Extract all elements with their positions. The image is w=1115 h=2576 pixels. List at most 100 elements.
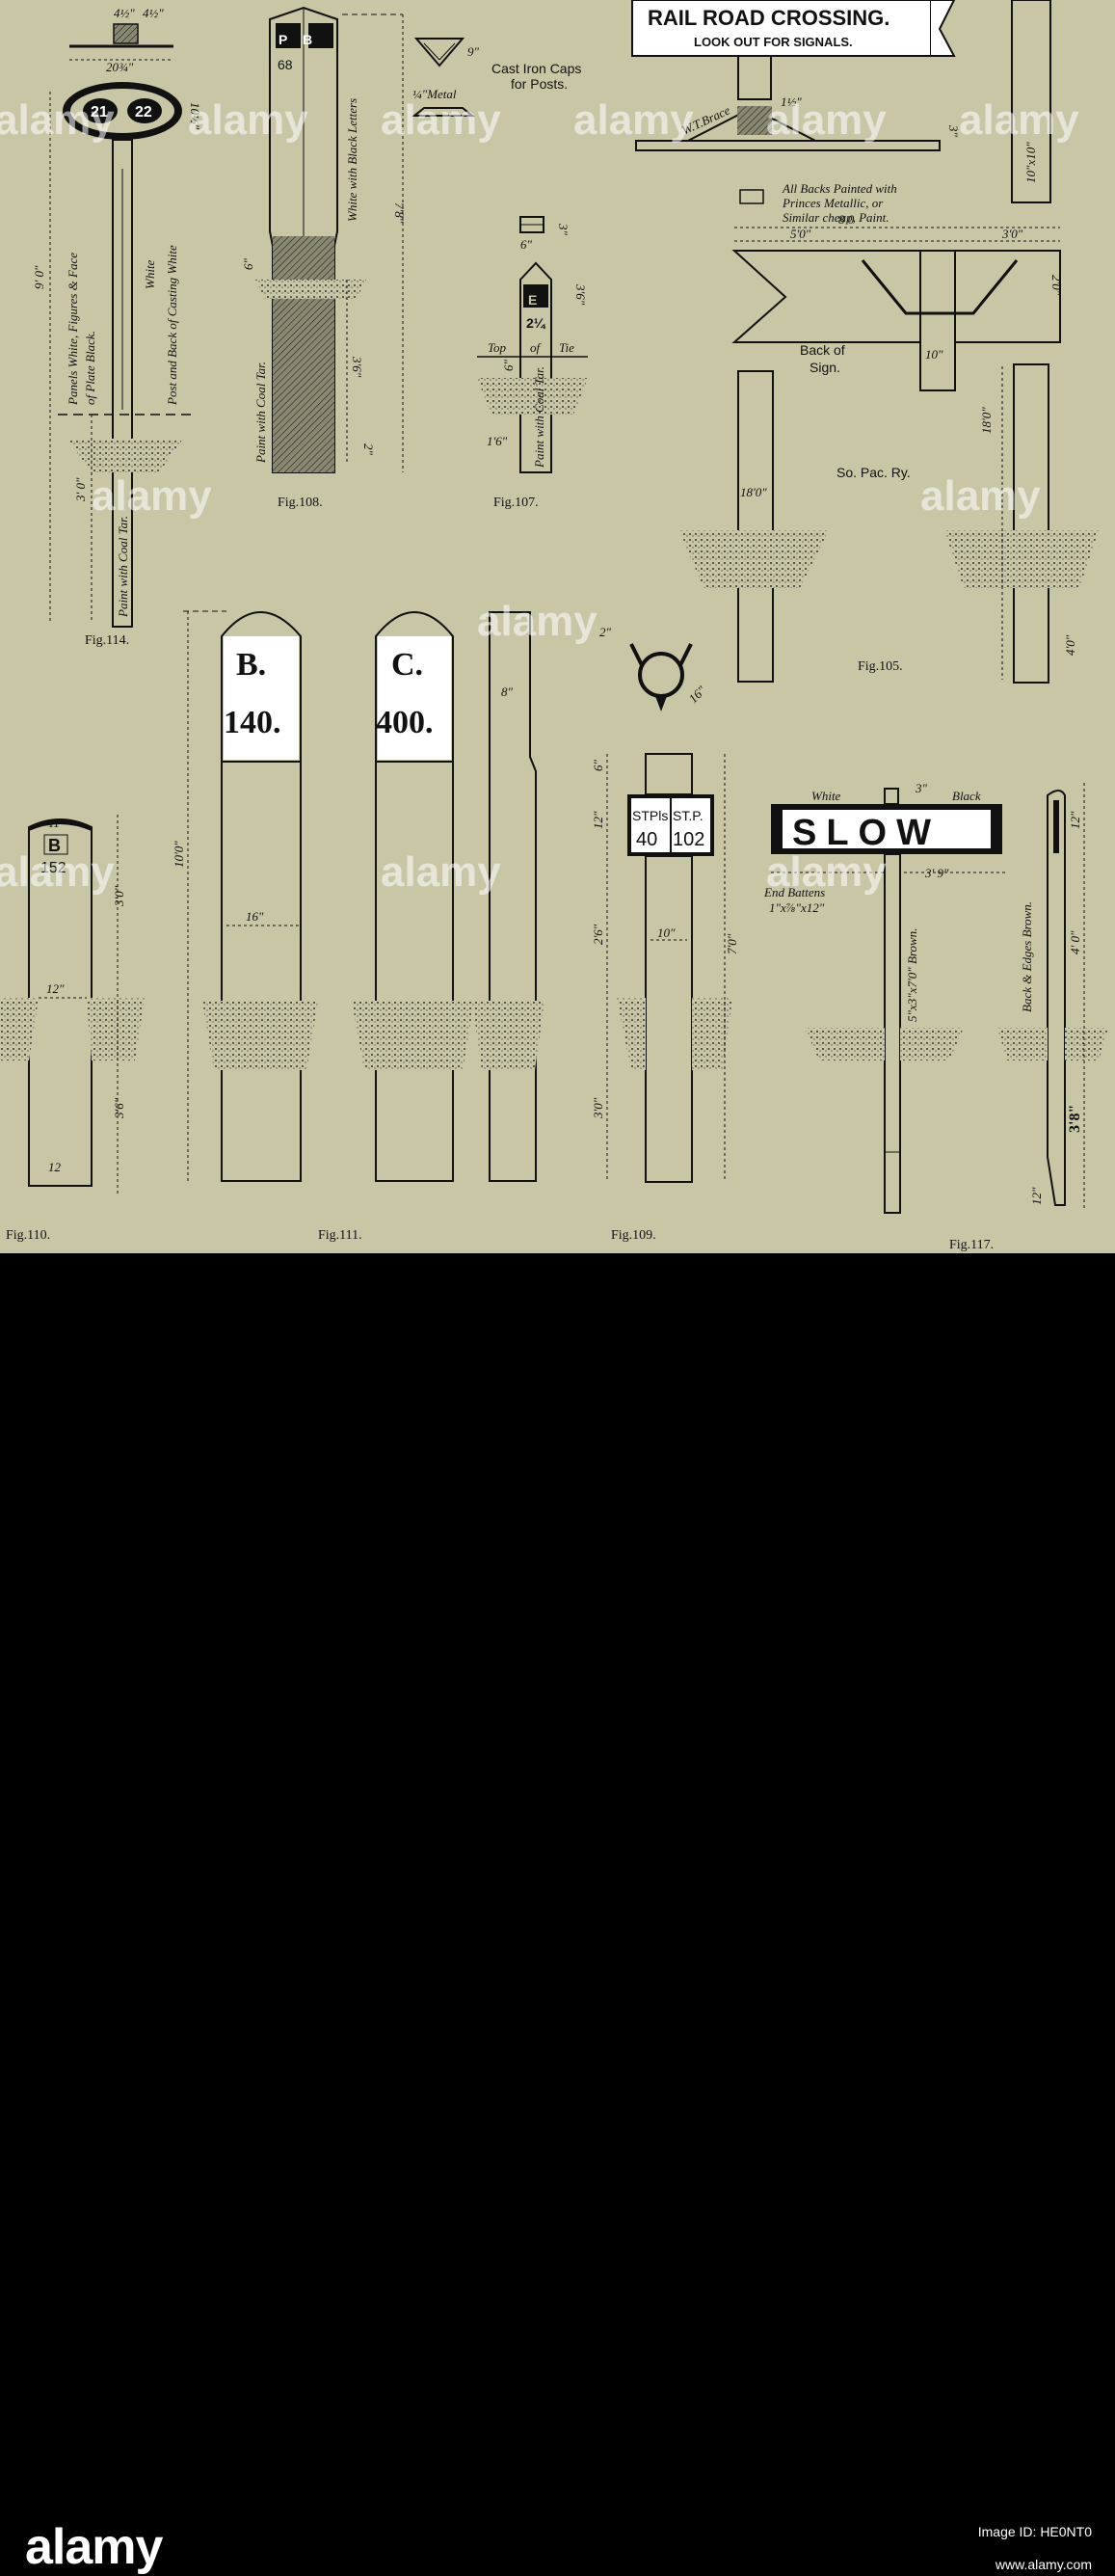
note-white: White (143, 259, 157, 289)
battens-note-1: End Battens (763, 885, 825, 899)
footer-bar: alamy Image ID: HE0NT0 www.alamy.com (0, 1253, 1115, 2575)
figure-117: White Black 3" SLOW 3' 9" End Battens 1"… (763, 781, 1108, 1252)
back-label-1: Back of (800, 342, 845, 358)
dim-top: 6" (591, 760, 605, 772)
technical-drawing: 4½" 4½" 20¾" 21 22 10½" 9' 0" 3' 0" Pane… (0, 0, 1108, 1252)
dim-height: 18'0" (979, 407, 994, 434)
dim-height: 3'6" (573, 283, 588, 306)
dim-total-height: 9' 0" (32, 265, 46, 289)
label-left-bottom: 40 (636, 829, 657, 850)
dim-brace: 1½" (781, 94, 802, 109)
dim-top-width: 6" (520, 237, 533, 252)
caption-fig-110: Fig.110. (6, 1228, 50, 1243)
post2-letter: C. (391, 647, 423, 683)
dim-buried: 3'6" (350, 356, 364, 378)
image-id: Image ID: HE0NT0 (977, 2524, 1092, 2539)
dim-above: 4' 0" (1068, 930, 1082, 954)
dim-post-width: 10" (925, 347, 943, 362)
site-url[interactable]: www.alamy.com (995, 2557, 1092, 2572)
dim-width: 12" (46, 981, 65, 996)
cap-metal: ¼"Metal (412, 87, 457, 101)
back-note-3: Similar cheap, Paint. (783, 210, 889, 225)
label-right-bottom: 102 (673, 829, 704, 850)
dim-clip: 2" (599, 625, 612, 639)
caption-fig-111: Fig.111. (318, 1228, 362, 1243)
caption-fig-114: Fig.114. (85, 633, 129, 648)
brand-logo[interactable]: alamy (25, 2519, 163, 2575)
edge-note: Back & Edges Brown. (1020, 901, 1034, 1012)
dim-bottom: 12 (48, 1160, 62, 1174)
figure-107: 6" 3" E 2¼ Top of Tie 3'6" 6" 1'6" Paint… (477, 216, 588, 510)
caps-note-2: for Posts. (511, 76, 568, 92)
watermark: alamy (0, 96, 115, 144)
figure-109: 2" 16" STPls 40 ST.P. 102 10" 6" 12" 2'6… (591, 625, 739, 1243)
note-coal-tar: Paint with Coal Tar. (253, 362, 268, 464)
sign-line-1: RAIL ROAD CROSSING. (648, 6, 889, 30)
watermark: alamy (920, 472, 1041, 520)
post-letter: E (528, 292, 537, 308)
watermark: alamy (573, 96, 694, 144)
note-white-black: White with Black Letters (345, 98, 359, 222)
dim-top: 12" (1068, 811, 1082, 829)
back-note-1: All Backs Painted with (782, 181, 897, 196)
figure-110: 11" B 152 12" 3'0" 3'6" 12 Fig.110. (0, 815, 145, 1243)
dim-offset: 6" (501, 360, 516, 372)
watermark: alamy (766, 96, 887, 144)
label-of: of (530, 340, 543, 355)
dim-width: 16" (246, 909, 264, 924)
dim-buried: 1'6" (487, 434, 508, 448)
caption-fig-107: Fig.107. (493, 496, 539, 510)
label-tie: Tie (559, 340, 574, 355)
railway-name: So. Pac. Ry. (836, 465, 911, 480)
dim-buried: 3' 0" (73, 477, 88, 502)
dim-height: 7'8" (392, 202, 407, 224)
dim-left-width: 5'0" (790, 227, 811, 241)
dim-sign: 12" (591, 811, 605, 829)
post-number: 152 (40, 860, 66, 876)
post-number: 68 (278, 57, 293, 72)
dim-width: 10" (657, 926, 676, 940)
watermark: alamy (959, 96, 1079, 144)
dim-buried: 4'0" (1063, 634, 1077, 656)
note-panels: Panels White, Figures & Face (66, 253, 80, 406)
back-note-2: Princes Metallic, or (782, 196, 884, 210)
watermark: alamy (188, 96, 308, 144)
figure-108: P B 68 7'8" 3'6" 6" 2" White with Black … (241, 6, 407, 510)
note-post-white: Post and Back of Casting White (165, 245, 179, 406)
figure-111: 10'0" B. 140. 16" C. 400. 8" Fig.111. (172, 610, 544, 1243)
dim-top-height: 3" (556, 223, 571, 236)
label-left-top: STPls (632, 808, 668, 823)
label-black: Black (952, 789, 981, 803)
cast-iron-caps: 9" ¼"Metal Cast Iron Caps for Posts. (411, 38, 581, 117)
note-plate: of Plate Black. (83, 331, 97, 405)
watermark: alamy (92, 472, 212, 520)
dim-cap: 3" (915, 781, 928, 795)
caption-fig-108: Fig.108. (278, 496, 323, 510)
caption-fig-117: Fig.117. (949, 1238, 994, 1252)
post-letter: B (48, 836, 61, 855)
dim-sign-height: 2'0" (1049, 275, 1064, 296)
dim-below: 3'0" (591, 1097, 605, 1119)
dim-total: 7'0" (725, 933, 739, 954)
dim-diameter: 16" (686, 683, 709, 706)
dim-above: 3'0" (112, 885, 126, 907)
watermark: alamy (766, 848, 887, 896)
post-number: 2¼ (526, 315, 546, 331)
dim-sign-width: 3' 9" (924, 866, 949, 880)
label-white: White (811, 789, 841, 803)
post1-letter: B. (236, 647, 266, 683)
dim-three-in: 3" (946, 124, 961, 138)
dim-plate-height: 10½" (188, 102, 202, 130)
plate-number-left: 21 (91, 104, 108, 121)
post-note: 5"x3"x7'0" Brown. (905, 928, 919, 1022)
dim-right-width: 3'0" (1001, 227, 1023, 241)
post2-number: 400. (376, 705, 434, 740)
dim-top-width: 11" (48, 816, 66, 830)
dim-post-size: 10"x10" (1023, 142, 1038, 183)
back-label-2: Sign. (810, 360, 840, 375)
slow-sign-text: SLOW (792, 813, 941, 853)
sign-line-2: LOOK OUT FOR SIGNALS. (694, 35, 853, 49)
post-letters: P B (279, 32, 318, 47)
watermark: alamy (477, 598, 597, 645)
caption-fig-109: Fig.109. (611, 1228, 656, 1243)
